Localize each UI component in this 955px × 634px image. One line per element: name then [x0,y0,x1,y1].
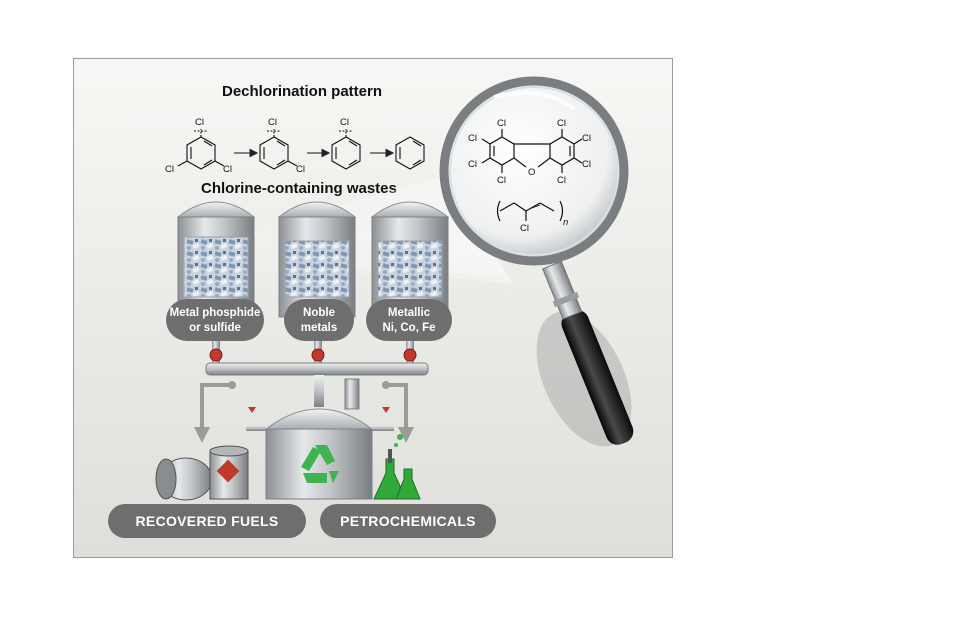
output-labels: RECOVERED FUELS PETROCHEMICALS [108,504,496,538]
figure-frame: Dechlorination pattern [73,58,673,558]
valve-icon [311,348,325,362]
cl-label: Cl [497,175,506,186]
dichlorobenzene-molecule [259,129,298,170]
scheme-atom-labels: Cl Cl Cl Cl Cl Cl [165,117,349,175]
cl-label: Cl [268,117,277,128]
flask-icon [373,434,421,500]
cl-label: Cl [557,118,566,129]
cl-label: Cl [195,117,204,128]
wastes-title: Chlorine-containing wastes [201,180,397,197]
barrel-icon [155,445,249,501]
cl-label: Cl [468,133,477,144]
chlorobenzene-molecule [331,129,361,170]
flow-arrows [194,381,414,443]
cl-label: Cl [582,159,591,170]
magnifier-lens [439,76,629,266]
cl-label: Cl [582,133,591,144]
pvc-n-label: n [563,217,568,228]
magnifier-handle [561,309,634,445]
cl-label: Cl [497,118,506,129]
cl-label: Cl [468,159,477,170]
central-reactor [246,378,394,500]
catalyst-3-line2: Ni, Co, Fe [382,322,435,334]
output-pill-fuels [108,504,306,538]
catalyst-1-line1: Metal phosphide [170,307,261,319]
trichlorobenzene-molecule [177,129,225,170]
recovered-fuels-label: RECOVERED FUELS [136,513,279,529]
catalyst-pill-1 [166,299,264,341]
valve-icon [209,348,223,362]
cl-label: Cl [296,164,305,175]
catalyst-2-line1: Noble [303,307,335,319]
valve-icon [403,348,417,362]
dechlorination-scheme [177,129,425,170]
recycle-icon [301,445,339,483]
dioxin-molecule [481,129,583,173]
pipe-network [205,341,429,407]
catalyst-pill-2 [284,299,354,341]
reactor-tank-2 [277,201,357,318]
cl-label: Cl [223,164,232,175]
cl-label: Cl [165,164,174,175]
petrochemicals-label: PETROCHEMICALS [340,513,476,529]
catalyst-1-line2: or sulfide [189,322,241,334]
catalyst-3-line1: Metallic [388,307,431,319]
pvc-cl-label: Cl [520,223,529,234]
cl-label: Cl [557,175,566,186]
pvc-molecule [496,200,564,222]
catalyst-labels: Metal phosphide or sulfide Noble metals … [166,299,452,341]
dechlorination-title: Dechlorination pattern [222,83,382,100]
output-pill-petrochemicals [320,504,496,538]
o-label: O [528,167,535,178]
catalyst-pill-3 [366,299,452,341]
magnifier-icon [439,76,634,445]
cl-label: Cl [340,117,349,128]
catalyst-2-line2: metals [301,322,337,334]
dioxin-atom-labels: Cl Cl Cl Cl Cl Cl Cl Cl O [468,118,591,186]
dechlorination-diagram: Dechlorination pattern [74,59,672,557]
benzene-molecule [395,136,425,170]
